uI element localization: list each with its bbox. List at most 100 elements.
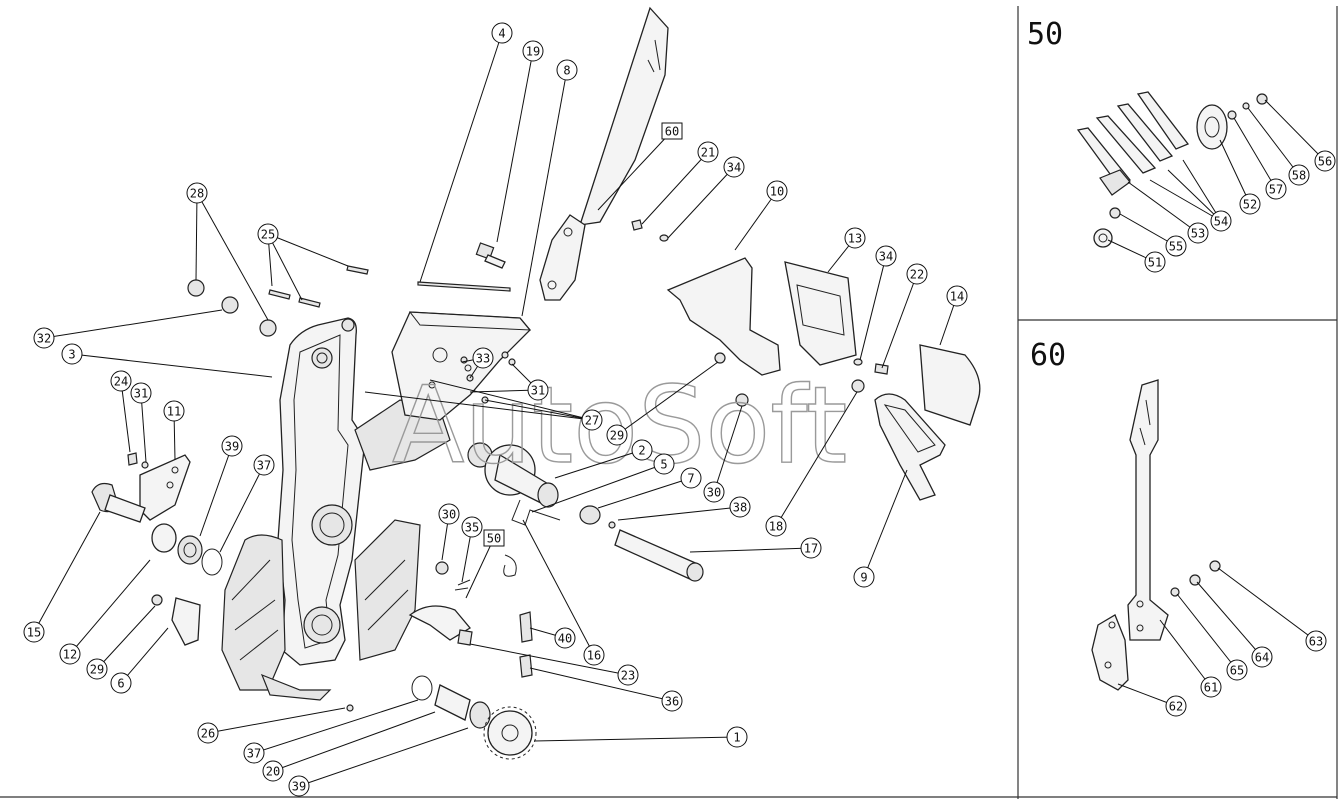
callout-marker	[472, 347, 494, 369]
arm-60	[539, 6, 669, 301]
callout-marker	[86, 658, 108, 680]
callout-29: 29	[86, 658, 108, 680]
leader-line-37-0	[253, 699, 419, 754]
callout-50: 50	[483, 529, 505, 547]
leader-line-22-0	[881, 273, 918, 369]
leader-line-27-2	[484, 399, 593, 421]
leader-line-36-0	[529, 667, 673, 702]
leader-line-7-0	[597, 477, 692, 509]
spring-35	[454, 579, 471, 591]
leader-line-65-0	[1176, 593, 1238, 671]
callout-label: 16	[587, 649, 601, 663]
callout-marker	[1239, 193, 1261, 215]
leader-line-21-0	[641, 151, 709, 225]
callout-label: 35	[465, 521, 479, 535]
callout-marker	[262, 760, 284, 782]
leader-line-30-0	[713, 405, 743, 493]
callout-marker	[522, 40, 544, 62]
callout-marker	[438, 503, 460, 525]
callout-label: 29	[610, 429, 624, 443]
callout-marker	[288, 775, 310, 797]
callout-22: 22	[906, 263, 928, 285]
callout-label: 37	[257, 459, 271, 473]
callout-label: 63	[1309, 635, 1323, 649]
callout-label: 7	[687, 472, 694, 486]
callout-64: 64	[1251, 646, 1273, 668]
callout-54: 54	[1210, 210, 1232, 232]
callout-label: 4	[498, 27, 505, 41]
callout-39: 39	[221, 435, 243, 457]
callout-31: 31	[130, 382, 152, 404]
callout-37: 37	[243, 742, 265, 764]
callout-37: 37	[253, 454, 275, 476]
callout-marker	[583, 644, 605, 666]
callout-label: 14	[950, 290, 964, 304]
callout-21: 21	[697, 141, 719, 163]
callout-label: 28	[190, 187, 204, 201]
callout-label: 10	[770, 185, 784, 199]
callout-marker	[726, 726, 748, 748]
callout-label: 15	[27, 626, 41, 640]
leader-line-8-0	[521, 69, 568, 317]
bolt-15	[91, 482, 146, 523]
callout-marker	[946, 285, 968, 307]
leader-line-63-0	[1217, 567, 1317, 642]
callout-label: 2	[638, 444, 645, 458]
leader-line-4-0	[419, 32, 503, 283]
callout-label: 6	[117, 677, 124, 691]
callout-label: 34	[727, 161, 741, 175]
callout-label: 26	[201, 727, 215, 741]
callout-19: 19	[522, 40, 544, 62]
callout-5: 5	[653, 453, 675, 475]
callout-marker	[1165, 235, 1187, 257]
bearing-39	[177, 535, 203, 565]
leader-line-37-0	[219, 464, 265, 553]
callout-marker	[581, 409, 603, 431]
pin-38	[608, 521, 616, 529]
leader-line-2-0	[554, 449, 643, 479]
callout-63: 63	[1305, 630, 1327, 652]
leader-line-23-0	[469, 643, 629, 676]
bolt-25b	[268, 289, 291, 300]
callout-marker	[800, 537, 822, 559]
callout-marker	[1144, 251, 1166, 273]
callout-label: 3	[68, 348, 75, 362]
callout-marker	[1165, 695, 1187, 717]
callout-label: 29	[90, 663, 104, 677]
callout-10: 10	[766, 180, 788, 202]
callout-11: 11	[163, 400, 185, 422]
callout-marker	[163, 400, 185, 422]
bracket-plate	[391, 311, 532, 421]
chain-36	[519, 654, 533, 678]
cover-14	[919, 344, 981, 426]
callout-label: 64	[1255, 651, 1269, 665]
callout-label: 1	[733, 731, 740, 745]
bolt-18	[851, 379, 865, 393]
callout-marker	[875, 245, 897, 267]
leader-line-34-0	[859, 255, 887, 361]
leader-line-38-0	[617, 506, 741, 521]
callout-35: 35	[461, 516, 483, 538]
leader-line-26-0	[207, 707, 346, 734]
screw-26	[346, 704, 354, 712]
spring-5	[511, 499, 561, 526]
callout-31: 31	[527, 379, 549, 401]
callout-marker	[853, 566, 875, 588]
callout-label: 5	[660, 458, 667, 472]
leader-line-54-1	[1167, 169, 1222, 222]
callout-marker	[33, 327, 55, 349]
callout-marker	[527, 379, 549, 401]
callout-label: 27	[585, 414, 599, 428]
callout-36: 36	[661, 690, 683, 712]
callout-28: 28	[186, 182, 208, 204]
callout-6: 6	[110, 672, 132, 694]
callout-30: 30	[703, 481, 725, 503]
callout-label: 37	[247, 747, 261, 761]
callout-marker	[1314, 150, 1336, 172]
callout-label: 58	[1292, 169, 1306, 183]
leader-line-25-2	[267, 233, 303, 301]
callout-24: 24	[110, 370, 132, 392]
leader-line-32-0	[43, 309, 223, 339]
